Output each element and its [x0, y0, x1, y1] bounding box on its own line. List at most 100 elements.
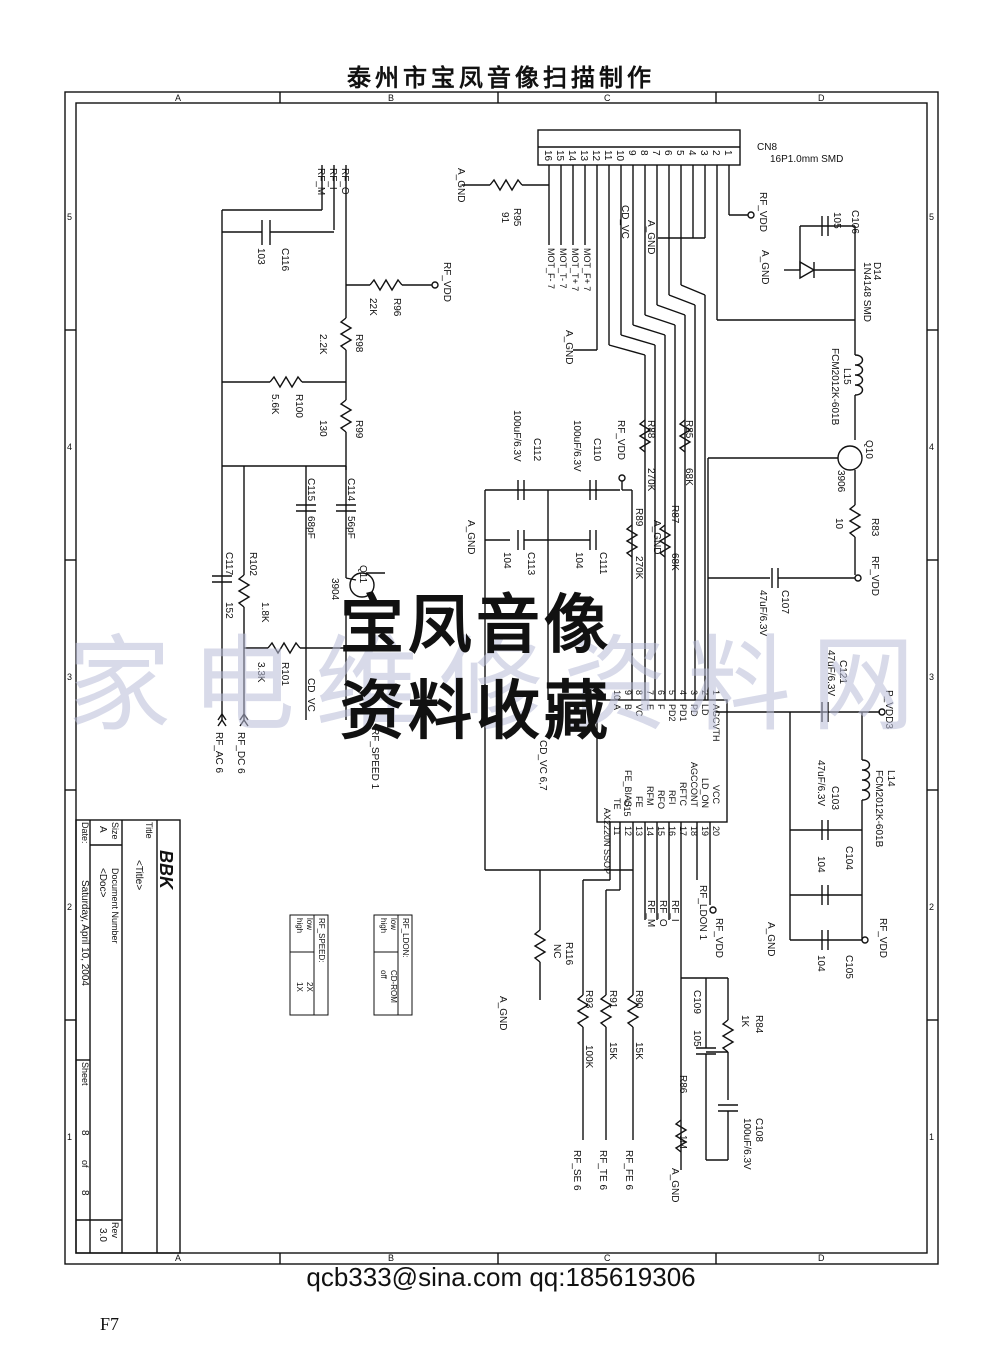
a-gnd-mot: A_GND: [563, 330, 574, 364]
schematic-label: 12: [623, 826, 633, 836]
rf-vdd-caps: RF_VDD: [615, 420, 626, 460]
schematic-label: 2X: [305, 982, 314, 992]
r101-value: 3.3K: [255, 662, 266, 683]
net-rf-speed: RF_SPEED 1: [369, 728, 380, 790]
net-rf-m-ic: RF_M: [645, 900, 656, 927]
schematic-label: 15: [656, 826, 666, 836]
r84-ref: R84: [753, 1015, 764, 1034]
net-rf-se: RF_SE 6: [571, 1150, 582, 1191]
net-rf-m: RF_M: [315, 168, 326, 195]
a-gnd-r95: A_GND: [455, 168, 466, 202]
q11-ref: Q11: [357, 565, 368, 584]
schematic-label: RFM: [645, 786, 655, 806]
c105-ref: C105: [843, 955, 854, 979]
r96-ref: R96: [391, 298, 402, 317]
title-block-docnum-value: <Doc>: [97, 868, 108, 898]
inner-border: [75, 102, 928, 1254]
cn8-ref: CN8: [757, 142, 777, 153]
schematic-label: LD: [700, 704, 710, 716]
net-cd-vc-left: CD_VC: [305, 678, 316, 712]
c112-value: 100uF/6.3V: [511, 410, 522, 462]
r93-value: 100K: [583, 1045, 594, 1069]
title-block-title-label: Title: [144, 822, 154, 839]
schematic-label: RFTC: [678, 782, 688, 806]
schematic-label: FE: [634, 796, 644, 808]
a-gnd-r116: A_GND: [497, 996, 508, 1030]
title-block-size-label: Size: [110, 822, 120, 840]
r98-value: 2.2K: [317, 334, 328, 355]
c113-ref: C113: [525, 552, 536, 576]
rf-vdd-top: RF_VDD: [757, 192, 768, 232]
schematic-label: 11: [612, 826, 622, 835]
schematic-label: LD_ON: [700, 778, 710, 808]
schematic-label: 1: [711, 690, 721, 695]
schematic-label: 13: [578, 150, 589, 162]
r116-value: NC: [551, 944, 562, 958]
schematic-label: high: [295, 918, 304, 933]
c108-value: 100uF/6.3V: [741, 1118, 752, 1170]
r89-ref: R89: [633, 508, 644, 527]
schematic-label: VC: [634, 704, 644, 717]
r85-ref: R85: [683, 420, 694, 439]
schematic-label: 1: [722, 150, 733, 156]
rf-vdd-right: RF_VDD: [877, 918, 888, 958]
rf-vdd-ldon: RF_VDD: [713, 918, 724, 958]
net-mot-f-plus: MOT_F+ 7: [582, 248, 592, 291]
schematic-label: low: [305, 918, 314, 930]
schematic-label: FE_BIAS: [623, 770, 633, 807]
u15-pin-numbers: 1 2 3 4 5 6 7 8 9 10 20 19 18 17 16 15 1…: [612, 690, 721, 836]
schematic-label: 5: [674, 150, 685, 156]
schematic-label: AGCCONT: [689, 762, 699, 808]
schematic-label: 8: [638, 150, 649, 156]
zone-a-top: A: [175, 93, 181, 103]
rf-ldon-table-title: RF_LDON:: [401, 918, 410, 958]
l15-value: FCM2012K-601B: [829, 348, 840, 426]
c110-value: 100uF/6.3V: [571, 420, 582, 472]
zone-5-left: 5: [67, 212, 72, 222]
r86-ref: R86: [677, 1075, 688, 1094]
net-rf-te: RF_TE 6: [597, 1150, 608, 1190]
c113-value: 104: [501, 552, 512, 569]
r100-value: 5.6K: [269, 394, 280, 415]
schematic-label: F: [656, 704, 666, 710]
zone-2-left: 2: [67, 902, 72, 912]
c104-value: 104: [815, 856, 826, 873]
c110-ref: C110: [591, 438, 602, 462]
title-block-date-label: Date:: [80, 822, 90, 844]
r91-value: 15K: [607, 1042, 618, 1060]
r84-value: 1K: [739, 1015, 750, 1028]
cn8-value: 16P1.0mm SMD: [770, 154, 843, 165]
c104-ref: C104: [843, 846, 854, 870]
rf-vdd-r96: RF_VDD: [441, 262, 452, 302]
r116-ref: R116: [563, 942, 574, 966]
net-p-vdd3: P_VDD3: [883, 690, 894, 729]
schematic-label: 15: [554, 150, 565, 162]
footer-contact: qcb333@sina.com qq:185619306: [306, 1262, 696, 1292]
title-block-company: BBK: [156, 850, 176, 891]
schematic-label: 10: [614, 150, 625, 162]
schematic-label: PD: [689, 704, 699, 717]
zone-c-bottom: C: [604, 1253, 611, 1263]
q11-value: 3904: [329, 578, 340, 601]
a-gnd-d14: A_GND: [759, 250, 770, 284]
c114-ref: C114: [345, 478, 356, 502]
schematic-label: 18: [689, 826, 699, 836]
schematic-label: TE: [612, 798, 622, 810]
r90-ref: R90: [633, 990, 644, 1009]
c121-value: 47uF/6.3V: [825, 650, 836, 696]
zone-4-right: 4: [929, 442, 934, 452]
zone-c-top: C: [604, 93, 611, 103]
schematic-label: 2: [710, 150, 721, 156]
schematic-label: 8: [634, 690, 644, 695]
a-gnd-bottom: A_GND: [669, 1168, 680, 1202]
r99-ref: R99: [353, 420, 364, 439]
r88-value: 270K: [645, 468, 656, 492]
c105-value: 104: [815, 955, 826, 972]
schematic-label: 9: [626, 150, 637, 156]
r100-ref: R100: [293, 394, 304, 418]
c109-ref: C109: [691, 990, 702, 1014]
zone-1-left: 1: [67, 1132, 72, 1142]
outer-border: [64, 91, 939, 1265]
schematic-label: 2: [700, 690, 710, 695]
schematic-label: 1X: [295, 982, 304, 992]
